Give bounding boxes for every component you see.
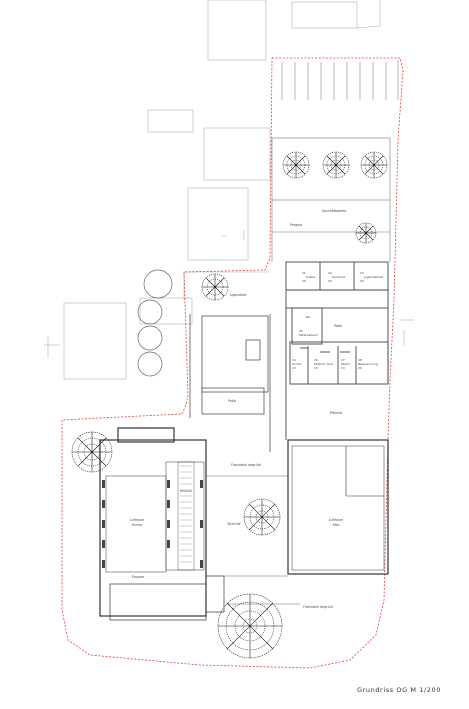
tree-2 <box>322 151 350 179</box>
silo-1 <box>143 269 173 299</box>
label-room-1-name: Küster <box>306 275 316 279</box>
courtyard-lines <box>206 475 300 605</box>
label-patio-lower: Patio <box>228 399 236 403</box>
label-room-5-name: Pastorin Süd <box>314 362 333 366</box>
label-patio-upper: Patio <box>334 324 342 328</box>
context-lines <box>44 0 414 380</box>
label-room-5-no: 26 <box>314 358 318 362</box>
label-room-7-no: 28 <box>358 358 362 362</box>
church-stairs <box>180 465 192 563</box>
tree-8 <box>217 593 283 659</box>
label-meeting-name: Mitarbeiterin <box>299 333 318 337</box>
label-wc: WC <box>305 315 310 319</box>
pergola-yard <box>271 137 391 262</box>
round-structures <box>137 269 173 377</box>
tree-3 <box>360 151 388 179</box>
property-boundary <box>61 57 404 669</box>
label-pergola: Pergola <box>290 223 302 227</box>
plan-caption: Grundriss OG M 1/200 <box>356 686 441 694</box>
tree-4 <box>355 222 377 244</box>
label-flachdach-top: Flachdach begrünt <box>231 463 262 467</box>
label-room-2-area: 25 <box>328 279 332 283</box>
patio-block <box>189 314 271 452</box>
label-room-4-area: 13 <box>292 366 296 370</box>
parking-stripes <box>281 60 399 100</box>
label-room-7-name: Besprechung <box>358 362 378 366</box>
tree-1 <box>282 151 310 179</box>
label-geschaeftsstelle: Geschäftsstelle <box>322 209 346 213</box>
silo-3 <box>137 325 163 351</box>
saal-building <box>287 439 389 575</box>
label-room-1-area: 25 <box>302 279 306 283</box>
label-pfarrhof: Pfarrhof <box>330 411 343 415</box>
label-empore-bottom: Empore <box>132 575 144 579</box>
label-luftraum-kirche-1: Luftraum <box>130 518 144 522</box>
label-room-2-name: Kantorat <box>332 275 346 279</box>
label-meeting-no: 25 <box>299 329 303 333</box>
label-luftraum-kirche-2: Kirche <box>132 523 142 527</box>
tree-6 <box>71 431 113 473</box>
label-room-6-area: 13 <box>341 366 345 370</box>
label-room-2-no: 22 <box>328 271 332 275</box>
church-pillars <box>102 480 203 568</box>
label-room-1-no: 21 <box>302 271 306 275</box>
label-room-3-name: Jugendarbeit <box>363 275 384 279</box>
label-room-4-no: 24 <box>292 358 296 362</box>
trees <box>71 151 388 659</box>
label-room-5-area: 15 <box>314 366 318 370</box>
label-luftraum-saal-1: Luftraum <box>329 518 343 522</box>
office-wing <box>285 261 389 440</box>
room-labels: Geschäftsstelle Pergola Jugendhof 21 Küs… <box>130 209 384 609</box>
tree-5 <box>201 273 229 301</box>
label-room-4-name: Archiv <box>292 362 302 366</box>
church-building <box>99 427 225 621</box>
silo-4 <box>137 351 163 377</box>
label-room-3-no: 23 <box>360 271 364 275</box>
label-jugendhof: Jugendhof <box>229 293 247 297</box>
label-room-6-name: Pastor <box>341 362 351 366</box>
label-room-7-area: 20 <box>358 366 362 370</box>
label-luftraum-saal-2: Säle <box>333 523 340 527</box>
label-empore: Empore <box>180 489 192 493</box>
label-kirchhof: Kirchhof <box>227 522 241 526</box>
label-room-3-area: 25 <box>360 279 364 283</box>
silo-2 <box>137 299 163 325</box>
label-room-6-no: 27 <box>341 358 345 362</box>
tree-7 <box>243 498 281 536</box>
label-flachdach-bottom: Flachdach begrünt <box>303 605 334 609</box>
